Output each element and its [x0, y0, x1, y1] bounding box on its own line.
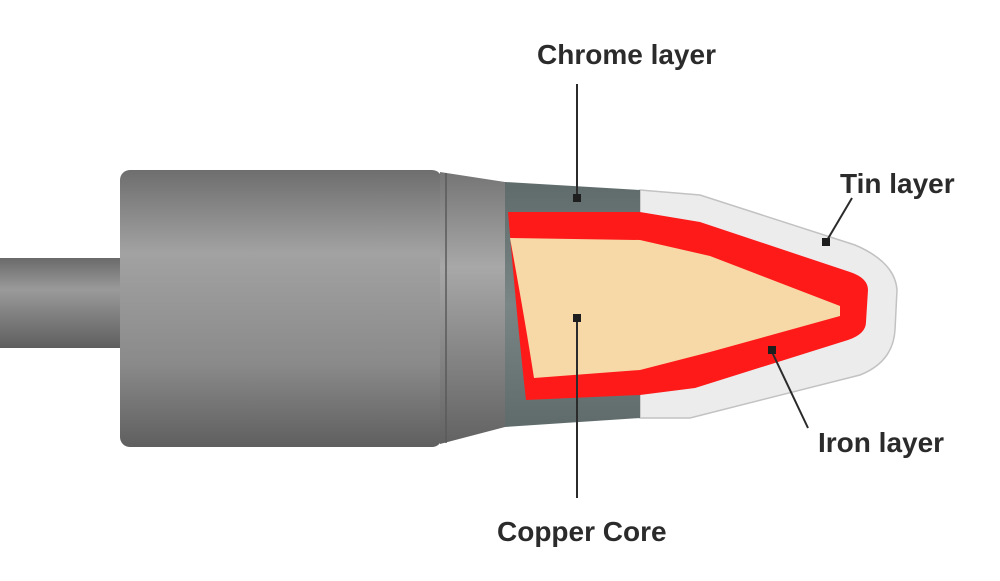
- iron-layer-label: Iron layer: [818, 427, 944, 458]
- copper-marker: [573, 314, 581, 322]
- tip-collar: [440, 172, 505, 444]
- chrome-layer-label: Chrome layer: [537, 39, 716, 70]
- iron-leader-line: [771, 351, 809, 429]
- tip-body: [120, 170, 442, 447]
- copper-core: [510, 238, 840, 378]
- tin-marker: [822, 238, 830, 246]
- iron-marker: [768, 346, 776, 354]
- tin-leader-line: [825, 197, 853, 243]
- copper-core-label: Copper Core: [497, 516, 667, 547]
- tin-layer-label: Tin layer: [840, 168, 955, 199]
- chrome-marker: [573, 194, 581, 202]
- shaft: [0, 258, 125, 348]
